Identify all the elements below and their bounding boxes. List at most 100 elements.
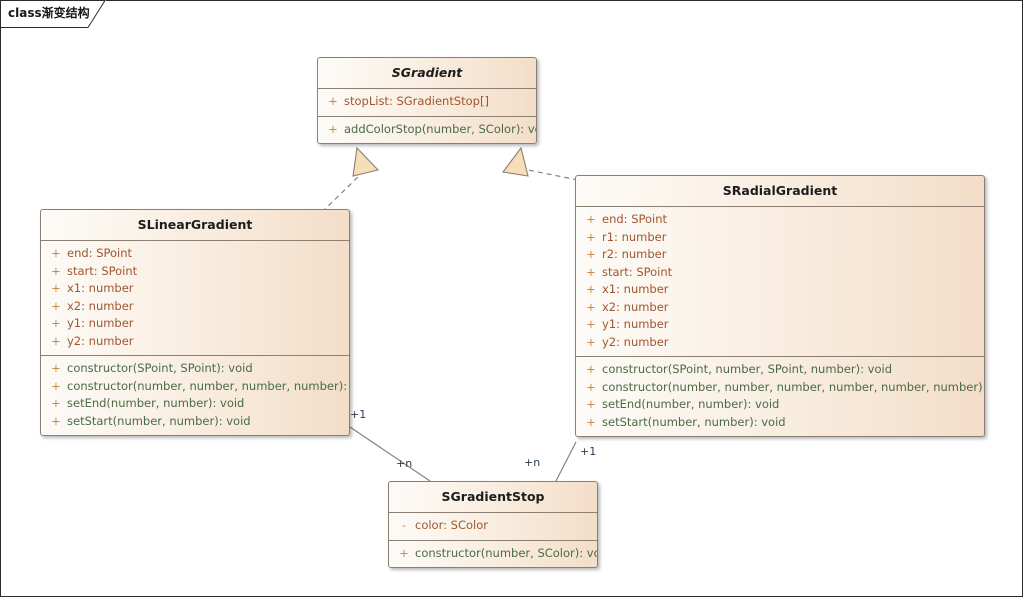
visibility-marker: + <box>51 281 61 295</box>
attribute-row: + r2: number <box>576 246 984 264</box>
visibility-marker: + <box>328 121 338 136</box>
operation-signature: setEnd(number, number): void <box>602 397 780 411</box>
visibility-marker: + <box>51 316 61 330</box>
attribute-row: + end: SPoint <box>576 211 984 229</box>
operation-signature: constructor(SPoint, SPoint): void <box>67 361 253 375</box>
operation-row: + addColorStop(number, SColor): void <box>318 121 536 139</box>
operation-row: + setEnd(number, number): void <box>41 395 349 413</box>
class-box-sgradientstop[interactable]: SGradientStop -color: SColor + constructo… <box>388 481 598 568</box>
operation-row: + setStart(number, number): void <box>41 413 349 431</box>
visibility-marker: - <box>401 518 407 532</box>
attribute-signature: start: SPoint <box>602 264 673 279</box>
diagram-title-label: class渐变结构 <box>8 6 90 20</box>
visibility-marker: + <box>51 413 61 428</box>
attributes-compartment-sradialgradient: +end: SPoint+r1: number+r2: number+start… <box>576 206 984 356</box>
visibility-marker: + <box>328 94 338 108</box>
hollow-triangle-icon-radial <box>502 146 529 177</box>
attribute-row: +r1: number <box>576 229 984 247</box>
association-radial-to-stop <box>555 441 577 482</box>
operation-signature: constructor(number, number, number, numb… <box>67 378 350 393</box>
visibility-marker: + <box>51 246 61 260</box>
operations-compartment-sradialgradient: + constructor(SPoint, number, SPoint, num… <box>576 356 984 436</box>
attribute-row: + start: SPoint <box>41 263 349 281</box>
visibility-marker: + <box>51 298 61 313</box>
attribute-row: + y2: number <box>576 334 984 352</box>
attribute-signature: x1: number <box>602 282 669 296</box>
attribute-signature: y1: number <box>602 317 669 331</box>
operation-signature: constructor(number, number, number, numb… <box>602 379 985 394</box>
operation-row: + constructor(SPoint, SPoint): void <box>41 360 349 378</box>
realization-linear-line <box>321 174 361 213</box>
realization-radial-to-gradient <box>502 146 579 181</box>
class-box-sradialgradient[interactable]: SRadialGradient +end: SPoint+r1: number+… <box>575 175 985 437</box>
attribute-signature: stopList: SGradientStop[] <box>344 94 489 108</box>
visibility-marker: + <box>51 333 61 348</box>
attribute-signature: start: SPoint <box>67 263 138 278</box>
attribute-signature: x1: number <box>67 281 134 295</box>
attribute-signature: color: SColor <box>415 518 488 532</box>
visibility-marker: + <box>586 414 596 429</box>
attributes-compartment-sgradient: + stopList: SGradientStop[] <box>318 88 536 116</box>
class-name-sradialgradient: SRadialGradient <box>722 183 838 198</box>
attributes-compartment-sgradientstop: -color: SColor <box>389 512 597 540</box>
visibility-marker: + <box>586 397 596 411</box>
operations-compartment-slineargradient: + constructor(SPoint, SPoint): void + const… <box>41 355 349 435</box>
attribute-signature: x2: number <box>67 298 134 313</box>
attribute-signature: end: SPoint <box>67 246 133 260</box>
attribute-row: -color: SColor <box>389 517 597 535</box>
attribute-row: + stopList: SGradientStop[] <box>318 93 536 111</box>
visibility-marker: + <box>51 396 61 410</box>
operations-compartment-sgradient: + addColorStop(number, SColor): void <box>318 115 536 144</box>
visibility-marker: + <box>586 334 596 349</box>
attribute-row: +y1: number <box>576 316 984 334</box>
operation-row: + setStart(number, number): void <box>576 414 984 432</box>
visibility-marker: + <box>51 378 61 393</box>
attribute-signature: x2: number <box>602 299 669 314</box>
multiplicity-radial-many: +n <box>524 456 541 469</box>
hollow-triangle-icon-linear <box>352 146 380 177</box>
attribute-signature: end: SPoint <box>602 212 668 226</box>
visibility-marker: + <box>586 264 596 279</box>
attribute-row: + y2: number <box>41 333 349 351</box>
operation-row: +constructor(SPoint, number, SPoint, num… <box>576 361 984 379</box>
operation-signature: constructor(SPoint, number, SPoint, numb… <box>602 362 893 376</box>
visibility-marker: + <box>51 361 61 375</box>
visibility-marker: + <box>586 282 596 296</box>
attribute-row: + x2: number <box>41 298 349 316</box>
attributes-compartment-slineargradient: + end: SPoint + start: SPoint + x1: number + x2… <box>41 240 349 355</box>
attribute-signature: r1: number <box>602 229 667 244</box>
attribute-row: + end: SPoint <box>41 245 349 263</box>
multiplicity-linear-one: +1 <box>350 408 367 421</box>
operation-row: + constructor(number, SColor): void <box>389 545 597 563</box>
attribute-row: + y1: number <box>41 315 349 333</box>
class-name-sgradientstop: SGradientStop <box>441 489 545 504</box>
visibility-marker: + <box>586 247 596 261</box>
visibility-marker: + <box>586 299 596 314</box>
realization-linear-to-gradient <box>321 146 380 213</box>
attribute-row: + x1: number <box>41 280 349 298</box>
operation-signature: setStart(number, number): void <box>602 414 786 429</box>
visibility-marker: + <box>51 263 61 278</box>
attribute-row: + x1: number <box>576 281 984 299</box>
operation-signature: addColorStop(number, SColor): void <box>344 121 537 136</box>
operation-row: + constructor(number, number, number, num… <box>41 378 349 396</box>
visibility-marker: + <box>399 545 409 560</box>
realization-radial-line <box>527 169 579 181</box>
visibility-marker: + <box>586 212 596 226</box>
attribute-signature: y2: number <box>602 334 669 349</box>
visibility-marker: + <box>586 379 596 394</box>
operation-row: + constructor(number, number, number, num… <box>576 379 984 397</box>
multiplicity-linear-many: +n <box>396 457 413 470</box>
operation-row: + setEnd(number, number): void <box>576 396 984 414</box>
operation-signature: constructor(number, SColor): void <box>415 545 598 560</box>
attribute-signature: r2: number <box>602 247 667 261</box>
class-box-sgradient[interactable]: SGradient +stopList: SGradientStop[] +ad… <box>317 57 537 144</box>
attribute-row: + start: SPoint <box>576 264 984 282</box>
operations-compartment-sgradientstop: + constructor(number, SColor): void <box>389 539 597 568</box>
attribute-row: + x2: number <box>576 299 984 317</box>
operation-signature: setEnd(number, number): void <box>67 396 245 410</box>
attribute-signature: y2: number <box>67 333 134 348</box>
attribute-signature: y1: number <box>67 316 134 330</box>
operation-signature: setStart(number, number): void <box>67 413 251 428</box>
class-box-slineargradient[interactable]: SLinearGradient +end: SPoint+start: SPoi… <box>40 209 350 436</box>
